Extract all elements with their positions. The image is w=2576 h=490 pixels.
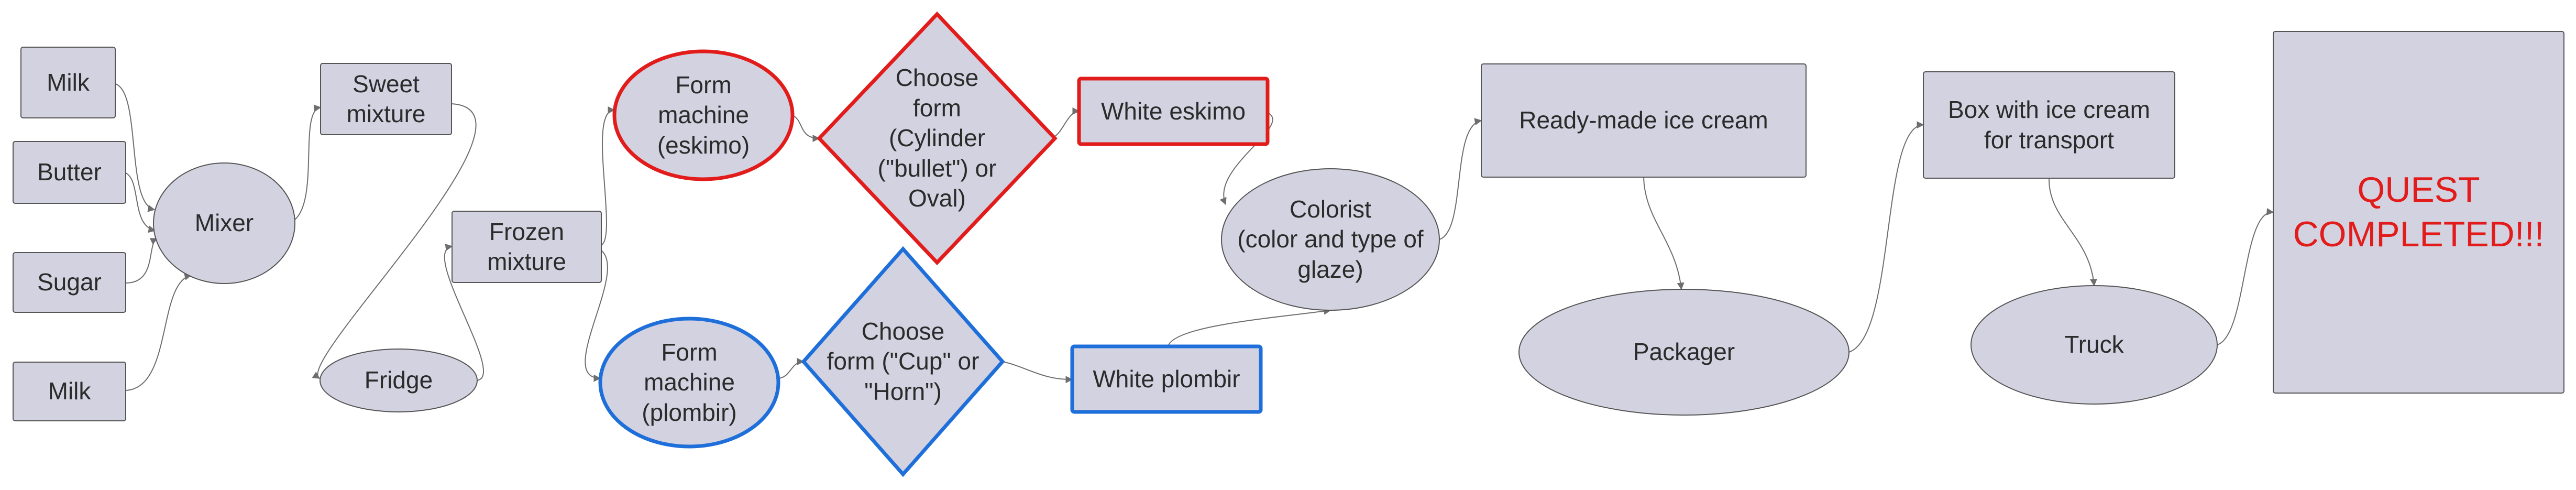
- edge-choose-form-eskimo-to-white-eskimo: [1054, 107, 1080, 137]
- edge-form-machine-plombir-to-choose-form-plombir: [778, 358, 805, 379]
- node-truck: [1970, 285, 2218, 405]
- node-quest-completed: [2273, 31, 2564, 394]
- node-choose-form-eskimo: [817, 11, 1058, 266]
- node-packager: [1518, 289, 1850, 416]
- node-milk-2: [13, 362, 126, 421]
- edge-sugar-to-mixer: [125, 238, 158, 284]
- edge-milk-1-to-mixer: [115, 83, 156, 212]
- edge-frozen-mixture-to-form-machine-eskimo: [601, 106, 615, 246]
- edges: [115, 83, 2274, 391]
- node-ready-made-ice-cream: [1481, 63, 1807, 178]
- edge-butter-to-mixer: [125, 172, 156, 233]
- edge-fridge-to-frozen-mixture: [444, 244, 484, 381]
- nodes: [13, 11, 2564, 477]
- edge-mixer-to-sweet-mixture: [294, 104, 322, 221]
- node-form-machine-plombir: [598, 317, 780, 449]
- edge-white-plombir-to-colorist: [1168, 307, 1331, 347]
- edge-packager-to-box-with-ice-cream: [1848, 121, 1924, 353]
- node-butter: [13, 141, 126, 204]
- edge-truck-to-quest-completed: [2217, 208, 2274, 345]
- edge-milk-2-to-mixer: [125, 273, 192, 391]
- node-milk-1: [20, 47, 116, 118]
- node-sugar: [13, 252, 126, 313]
- node-fridge: [320, 349, 478, 412]
- node-frozen-mixture: [452, 211, 602, 283]
- node-sweet-mixture: [320, 63, 452, 135]
- edge-ready-made-ice-cream-to-packager: [1643, 177, 1685, 290]
- edge-sweet-mixture-to-fridge: [312, 103, 477, 379]
- edge-white-eskimo-to-colorist: [1219, 112, 1273, 205]
- node-colorist: [1221, 168, 1440, 311]
- node-box-with-ice-cream: [1923, 71, 2175, 179]
- node-mixer: [153, 162, 295, 284]
- node-white-eskimo: [1077, 77, 1270, 146]
- edge-choose-form-plombir-to-white-plombir: [1002, 361, 1073, 384]
- edge-frozen-mixture-to-form-machine-plombir: [585, 250, 608, 382]
- node-white-plombir: [1070, 344, 1263, 414]
- edge-form-machine-eskimo-to-choose-form-eskimo: [792, 115, 820, 142]
- edge-box-with-ice-cream-to-truck: [2048, 178, 2097, 287]
- edge-colorist-to-ready-made-ice-cream: [1439, 118, 1482, 240]
- node-choose-form-plombir: [801, 246, 1005, 477]
- node-form-machine-eskimo: [612, 49, 795, 181]
